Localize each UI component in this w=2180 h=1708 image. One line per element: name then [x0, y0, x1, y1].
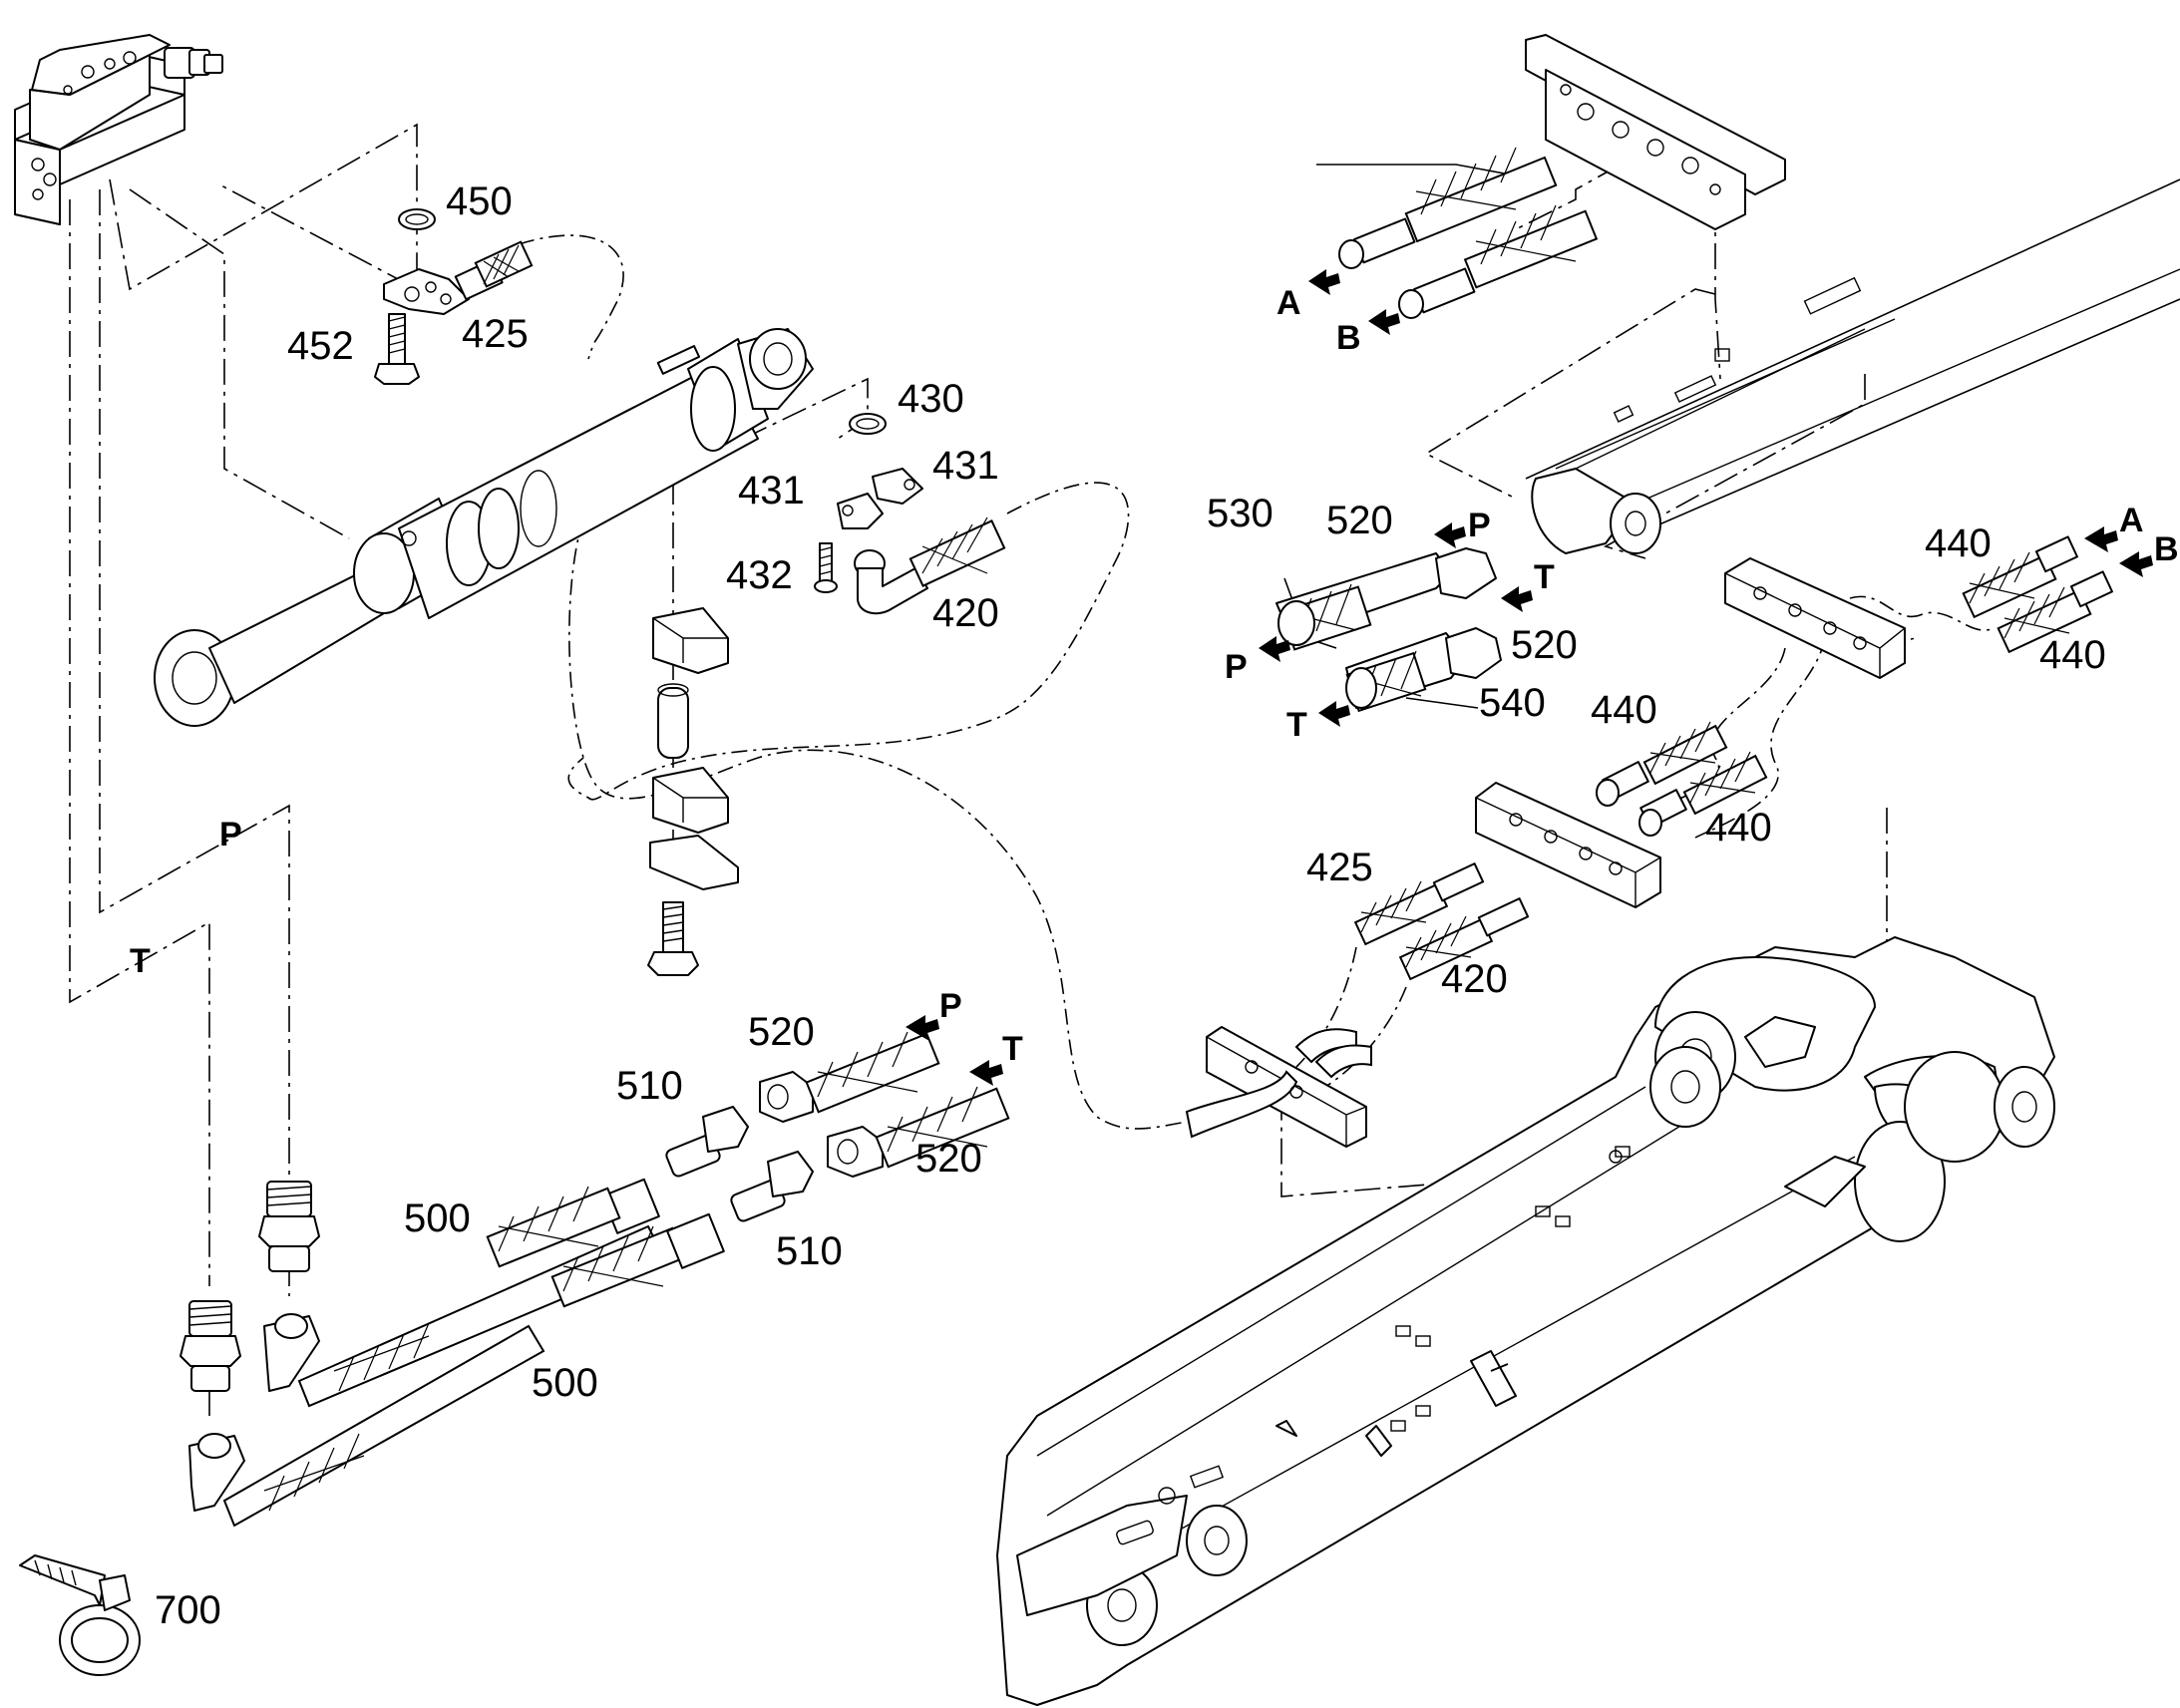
port-label-B-top: B [1336, 319, 1361, 357]
part-700-cable-tie [19, 1554, 141, 1676]
hose-clamp-assembly [647, 607, 739, 976]
callout-540: 540 [1479, 681, 1546, 725]
callout-520-lower-a: 520 [748, 1010, 815, 1054]
excavator-arm [996, 936, 2055, 1706]
callout-430: 430 [898, 377, 964, 421]
port-labels: A B P T P T A B P T P T [130, 284, 2179, 1068]
port-label-P-right: P [1468, 507, 1491, 544]
clamp-block-middle [1475, 782, 1661, 908]
hose-520-P-lower [759, 1031, 940, 1123]
clamp-block-right [1724, 557, 1906, 679]
port-label-P-left: P [1225, 648, 1248, 686]
fitting-T-520-540 [1345, 627, 1502, 713]
hose-420-lower [1398, 897, 1530, 981]
port-label-A-right: A [2119, 502, 2144, 539]
hose-A-top [1338, 147, 1558, 269]
part-420-elbow-hose [854, 516, 1006, 615]
port-label-A-top: A [1276, 284, 1301, 322]
callout-520-lower-b: 520 [915, 1137, 982, 1181]
part-430-o-ring [849, 413, 887, 435]
part-450-o-ring [398, 208, 436, 230]
port-label-P-hose: P [939, 987, 962, 1025]
fitting-P-530-520 [1275, 547, 1497, 651]
part-452-bolt [374, 313, 420, 385]
callout-431-right: 431 [932, 444, 999, 488]
callout-530: 530 [1207, 492, 1273, 535]
port-label-T-right: T [1534, 558, 1555, 596]
callout-440-c: 440 [1591, 688, 1657, 732]
port-label-T-hose: T [1002, 1030, 1023, 1068]
callout-520-right: 520 [1511, 623, 1578, 667]
callout-450: 450 [446, 179, 513, 223]
callout-500-lower: 500 [532, 1361, 598, 1405]
port-label-T-left: T [1286, 706, 1307, 744]
straight-adapter-P [258, 1181, 320, 1272]
hose-500-T-lower [188, 1212, 725, 1528]
hydraulic-cylinder [154, 328, 814, 727]
port-label-T-valve: T [130, 942, 151, 980]
port-label-B-right: B [2154, 530, 2179, 568]
callout-452: 452 [287, 324, 354, 368]
flow-arrows [906, 269, 2153, 1086]
callout-510-upper: 510 [616, 1064, 683, 1108]
callout-440-b: 440 [2039, 633, 2106, 677]
control-valve-block [14, 34, 223, 225]
hose-440-A-right [1962, 535, 2078, 619]
callout-420-lower: 420 [1441, 957, 1508, 1001]
hose-B-top [1398, 204, 1599, 319]
part-431-split-flange [837, 468, 923, 529]
straight-adapter-T [180, 1300, 241, 1392]
adapter-510-upper [665, 1106, 749, 1178]
hose-520-T-lower [827, 1086, 1010, 1178]
callout-432: 432 [726, 553, 793, 597]
port-label-P-valve: P [219, 816, 242, 854]
part-432-bolt [814, 542, 838, 593]
clamp-block-lower [1185, 1026, 1372, 1148]
hose-425-lower [1353, 862, 1485, 946]
hose-440-B-right [1997, 570, 2113, 654]
callout-440-d: 440 [1705, 806, 1772, 850]
callout-425-upper: 425 [462, 312, 529, 356]
hose-440-mid-1 [1596, 721, 1728, 807]
callout-420-upper: 420 [932, 591, 999, 635]
hose-440-mid-2 [1638, 751, 1768, 837]
callout-440-a: 440 [1925, 521, 1992, 565]
callout-700: 700 [155, 1588, 221, 1632]
top-manifold-block [1525, 34, 1786, 230]
callout-425-lower: 425 [1306, 846, 1373, 889]
adapter-510-lower [730, 1151, 814, 1222]
callout-520-upper: 520 [1326, 499, 1393, 542]
arm-upper-section [1525, 178, 2180, 554]
callout-510-lower: 510 [776, 1229, 843, 1273]
callout-431-left: 431 [738, 469, 805, 512]
callout-500-upper: 500 [404, 1196, 471, 1240]
part-425-flange-hose [383, 240, 534, 315]
part-callouts: 450 452 425 430 431 431 432 420 530 520 … [155, 179, 2106, 1632]
